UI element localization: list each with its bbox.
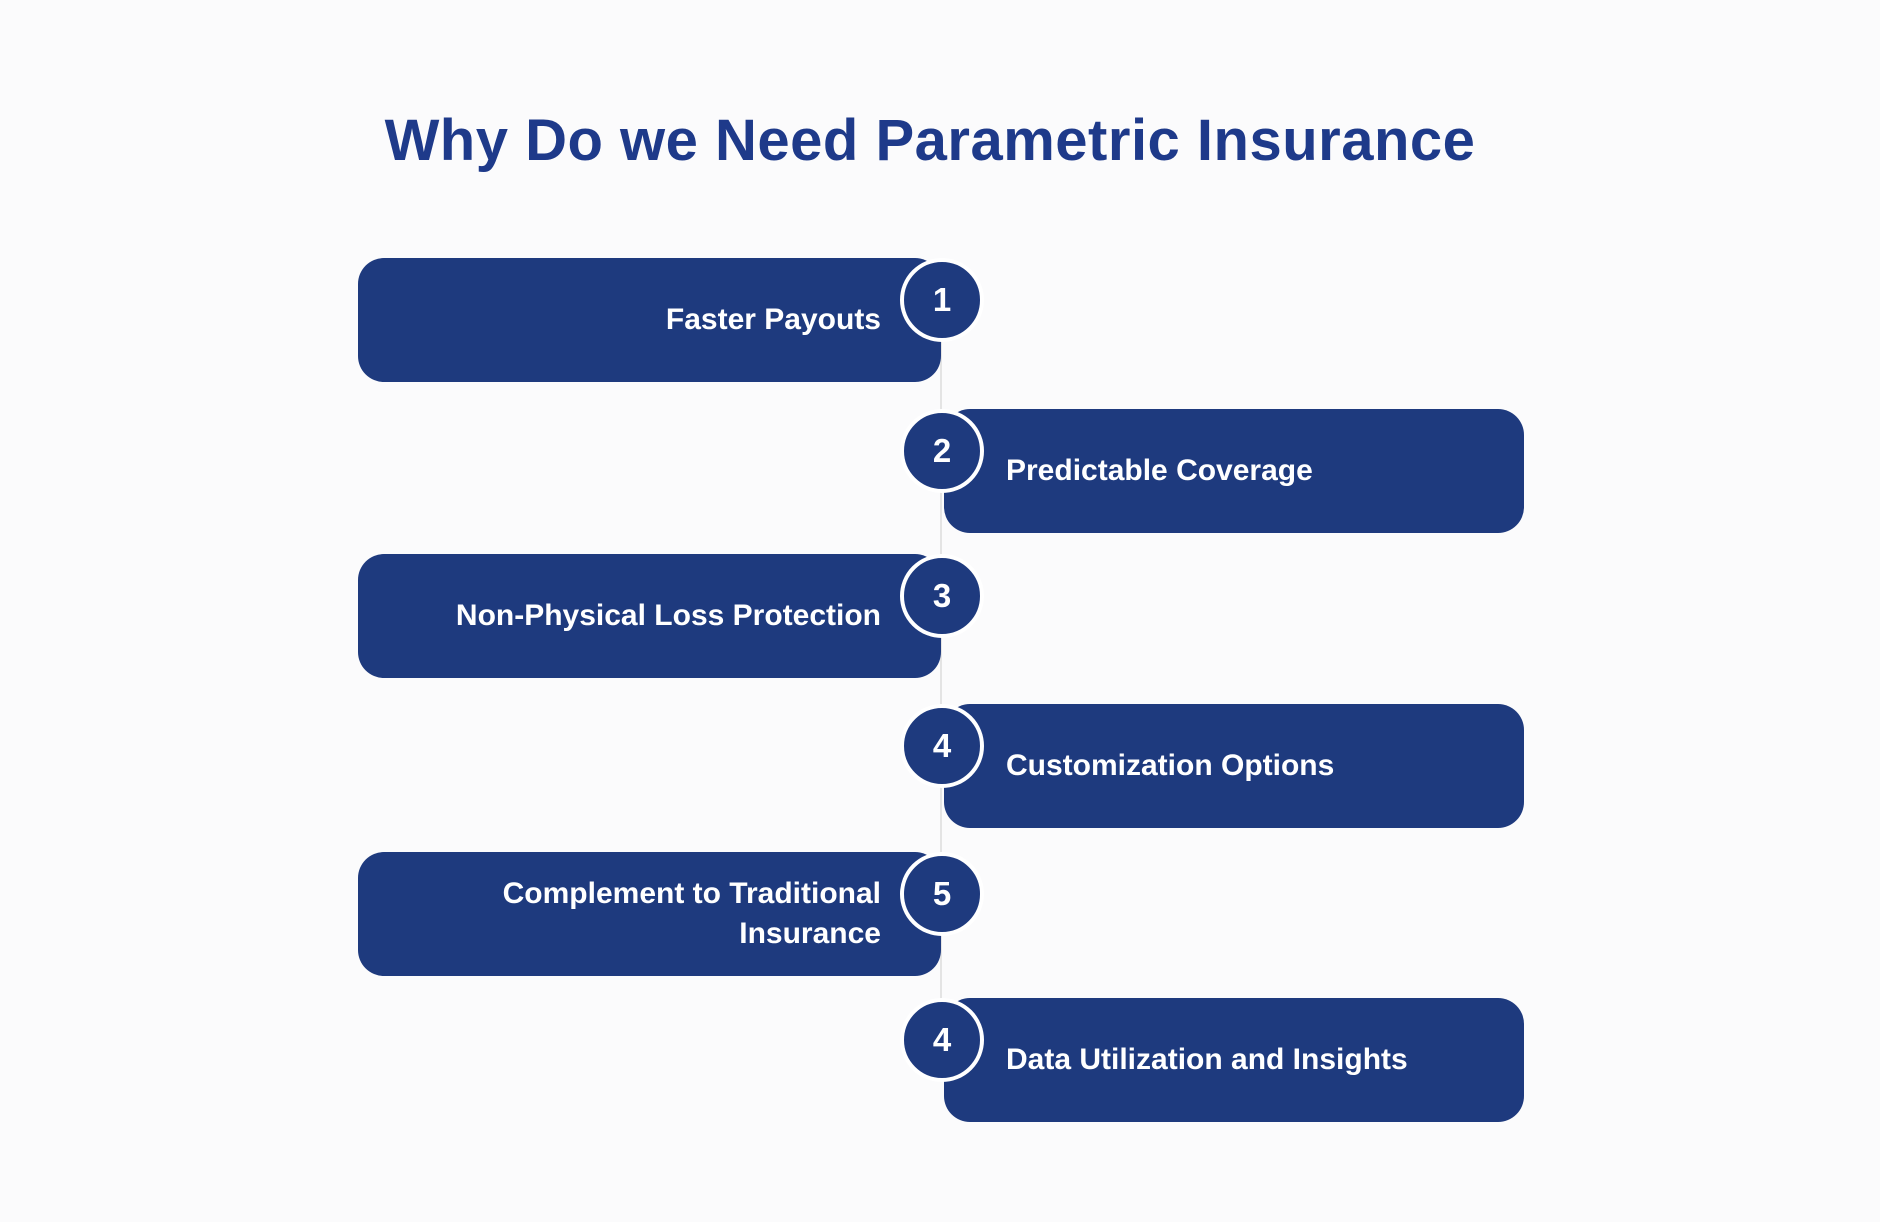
item-number: 3: [932, 577, 952, 614]
item-number: 4: [932, 1021, 952, 1058]
item-number-badge: 3: [900, 554, 984, 638]
item-number: 4: [932, 727, 952, 764]
vertical-connector-line: [940, 299, 942, 1039]
item-label: Predictable Coverage: [1006, 453, 1313, 487]
item-box-data-utilization-and-insights: Data Utilization and Insights: [944, 998, 1524, 1122]
diagram-row: Complement to Traditional Insurance 5: [0, 852, 1880, 976]
diagram-row: Faster Payouts 1: [0, 258, 1880, 382]
item-label: Non-Physical Loss Protection: [455, 598, 881, 632]
item-number: 2: [932, 432, 952, 469]
item-box-faster-payouts: Faster Payouts: [358, 258, 941, 382]
item-number: 1: [932, 281, 952, 318]
item-number-badge: 1: [900, 258, 984, 342]
item-label: Data Utilization and Insights: [1006, 1042, 1408, 1076]
item-label: Faster Payouts: [665, 302, 881, 336]
page-title: Why Do we Need Parametric Insurance: [384, 107, 1476, 173]
item-number-badge: 4: [900, 704, 984, 788]
item-number-badge: 5: [900, 852, 984, 936]
diagram-row: Non-Physical Loss Protection 3: [0, 554, 1880, 678]
diagram-row: Customization Options 4: [0, 704, 1880, 828]
item-box-non-physical-loss-protection: Non-Physical Loss Protection: [358, 554, 941, 678]
item-box-customization-options: Customization Options: [944, 704, 1524, 828]
diagram-row: Data Utilization and Insights 4: [0, 998, 1880, 1122]
item-label: Customization Options: [1006, 748, 1335, 782]
item-number-badge: 2: [900, 409, 984, 493]
item-number-badge: 4: [900, 998, 984, 1082]
item-box-complement-to-traditional-insurance: Complement to Traditional Insurance: [358, 852, 941, 976]
item-label: Complement to Traditional Insurance: [502, 876, 881, 951]
diagram-row: Predictable Coverage 2: [0, 409, 1880, 533]
item-number: 5: [932, 875, 952, 912]
item-box-predictable-coverage: Predictable Coverage: [944, 409, 1524, 533]
